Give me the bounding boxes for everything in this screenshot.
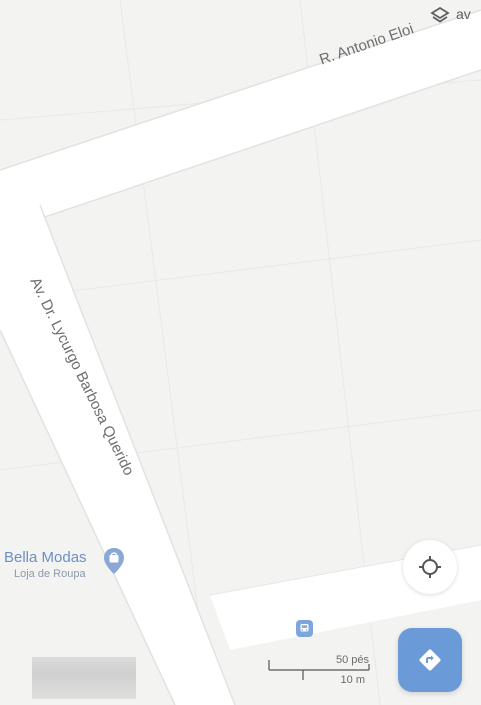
- poi-bella-modas[interactable]: Bella Modas Loja de Roupa: [0, 543, 140, 593]
- scale-imperial: 50 pés: [335, 654, 369, 666]
- map-scale: 50 pés 10 m: [265, 650, 375, 690]
- road-antonio-eloi: [0, 10, 481, 232]
- directions-button[interactable]: [398, 628, 462, 692]
- layers-label: av: [456, 6, 471, 22]
- directions-arrow-icon: [419, 649, 441, 671]
- layers-button[interactable]: [428, 4, 452, 28]
- scale-metric: 10 m: [340, 674, 365, 686]
- scale-bar: [268, 660, 370, 680]
- shopping-bag-pin-icon: [104, 548, 124, 574]
- crosshair-icon: [419, 556, 441, 578]
- bus-stop-icon[interactable]: [296, 620, 313, 637]
- layers-icon: [430, 6, 450, 23]
- road-lycurgo-barbosa: [0, 205, 235, 705]
- street-view-thumbnail[interactable]: [32, 657, 136, 699]
- poi-name: Bella Modas: [4, 549, 87, 566]
- poi-type: Loja de Roupa: [14, 568, 86, 580]
- bus-glyph-icon: [300, 624, 309, 632]
- my-location-button[interactable]: [403, 540, 457, 594]
